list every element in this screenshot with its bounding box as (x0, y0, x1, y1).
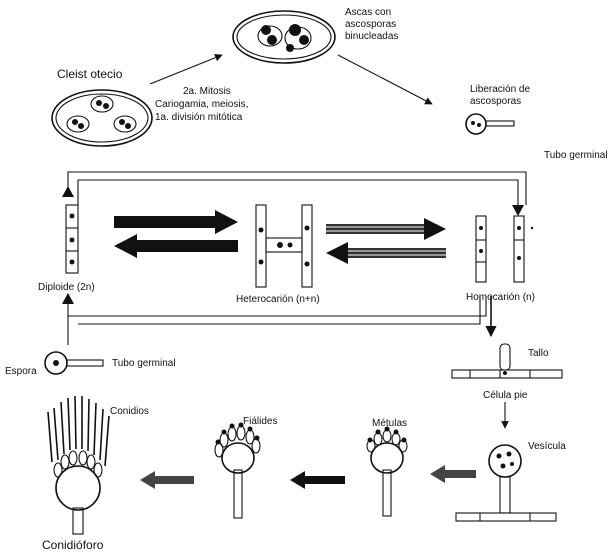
asci-figure (233, 11, 335, 63)
asci-label-line1: Ascas con (345, 7, 391, 18)
asci-label-line3: binucleadas (345, 31, 398, 42)
germ-tube-bottom-label: Tubo germinal (112, 358, 176, 369)
phialides-figure (215, 423, 260, 519)
foot-cell-label: Célula pie (483, 390, 528, 401)
arrow-diploid-to-heterokaryon (114, 210, 238, 234)
karyogamy-label-line2: 1a. división mitótica (155, 112, 243, 123)
diploid-label: Diploide (2n) (38, 282, 95, 293)
stray-dot (531, 227, 533, 229)
germinating-ascospore (466, 114, 514, 134)
cleistothecium-figure (52, 90, 152, 146)
spore-figure (45, 352, 103, 374)
conidia-label: Conidios (110, 406, 149, 417)
heterokaryon-label: Heterocarión (n+n) (236, 294, 320, 305)
arrow-to-metulae (430, 465, 476, 483)
homokaryon-figure (476, 216, 524, 282)
karyogamy-label-line1: Cariogamia, meiosis, (155, 99, 248, 110)
phialides-label: Fiálides (243, 416, 277, 427)
spore-label: Espora (5, 366, 37, 377)
diploid-hypha (66, 205, 78, 273)
asci-label-line2: ascosporas (345, 19, 396, 30)
top-rail-inner (78, 180, 518, 205)
arrow-to-phialides (290, 471, 345, 489)
ascospore-release-label-line2: ascosporas (470, 96, 521, 107)
vesicle-label: Vesícula (528, 441, 566, 452)
stalk-label: Tallo (528, 348, 549, 359)
arrow-homokaryon-to-heterokaryon (326, 242, 446, 264)
arrow-heterokaryon-to-diploid (114, 234, 238, 258)
top-rail-outer (68, 172, 526, 205)
germ-tube-top-label: Tubo germinal (544, 150, 608, 161)
ascospore-release-label-line1: Liberación de (470, 84, 530, 95)
cleistothecium-label: Cleist otecio (57, 67, 123, 81)
homokaryon-label: Homocarión (n) (466, 292, 535, 303)
conidiophore-label: Conidióforo (42, 538, 104, 552)
vesicle-figure (456, 445, 556, 521)
mitosis-label: 2a. Mitosis (183, 86, 231, 97)
arrow-heterokaryon-to-homokaryon (326, 218, 446, 240)
conidiophore-figure (48, 396, 109, 534)
bottom-rail-arrowhead-up (62, 293, 74, 304)
rail-arrowhead-up (62, 186, 74, 197)
arrow-to-ascospore-release (338, 55, 432, 104)
arrow-to-asci (150, 55, 222, 84)
metulae-label: Métulas (372, 418, 407, 429)
arrow-to-conidia (140, 471, 194, 489)
metulae-figure (367, 427, 407, 517)
heterokaryon-figure (256, 205, 312, 287)
rail-arrowhead-down (512, 205, 524, 216)
